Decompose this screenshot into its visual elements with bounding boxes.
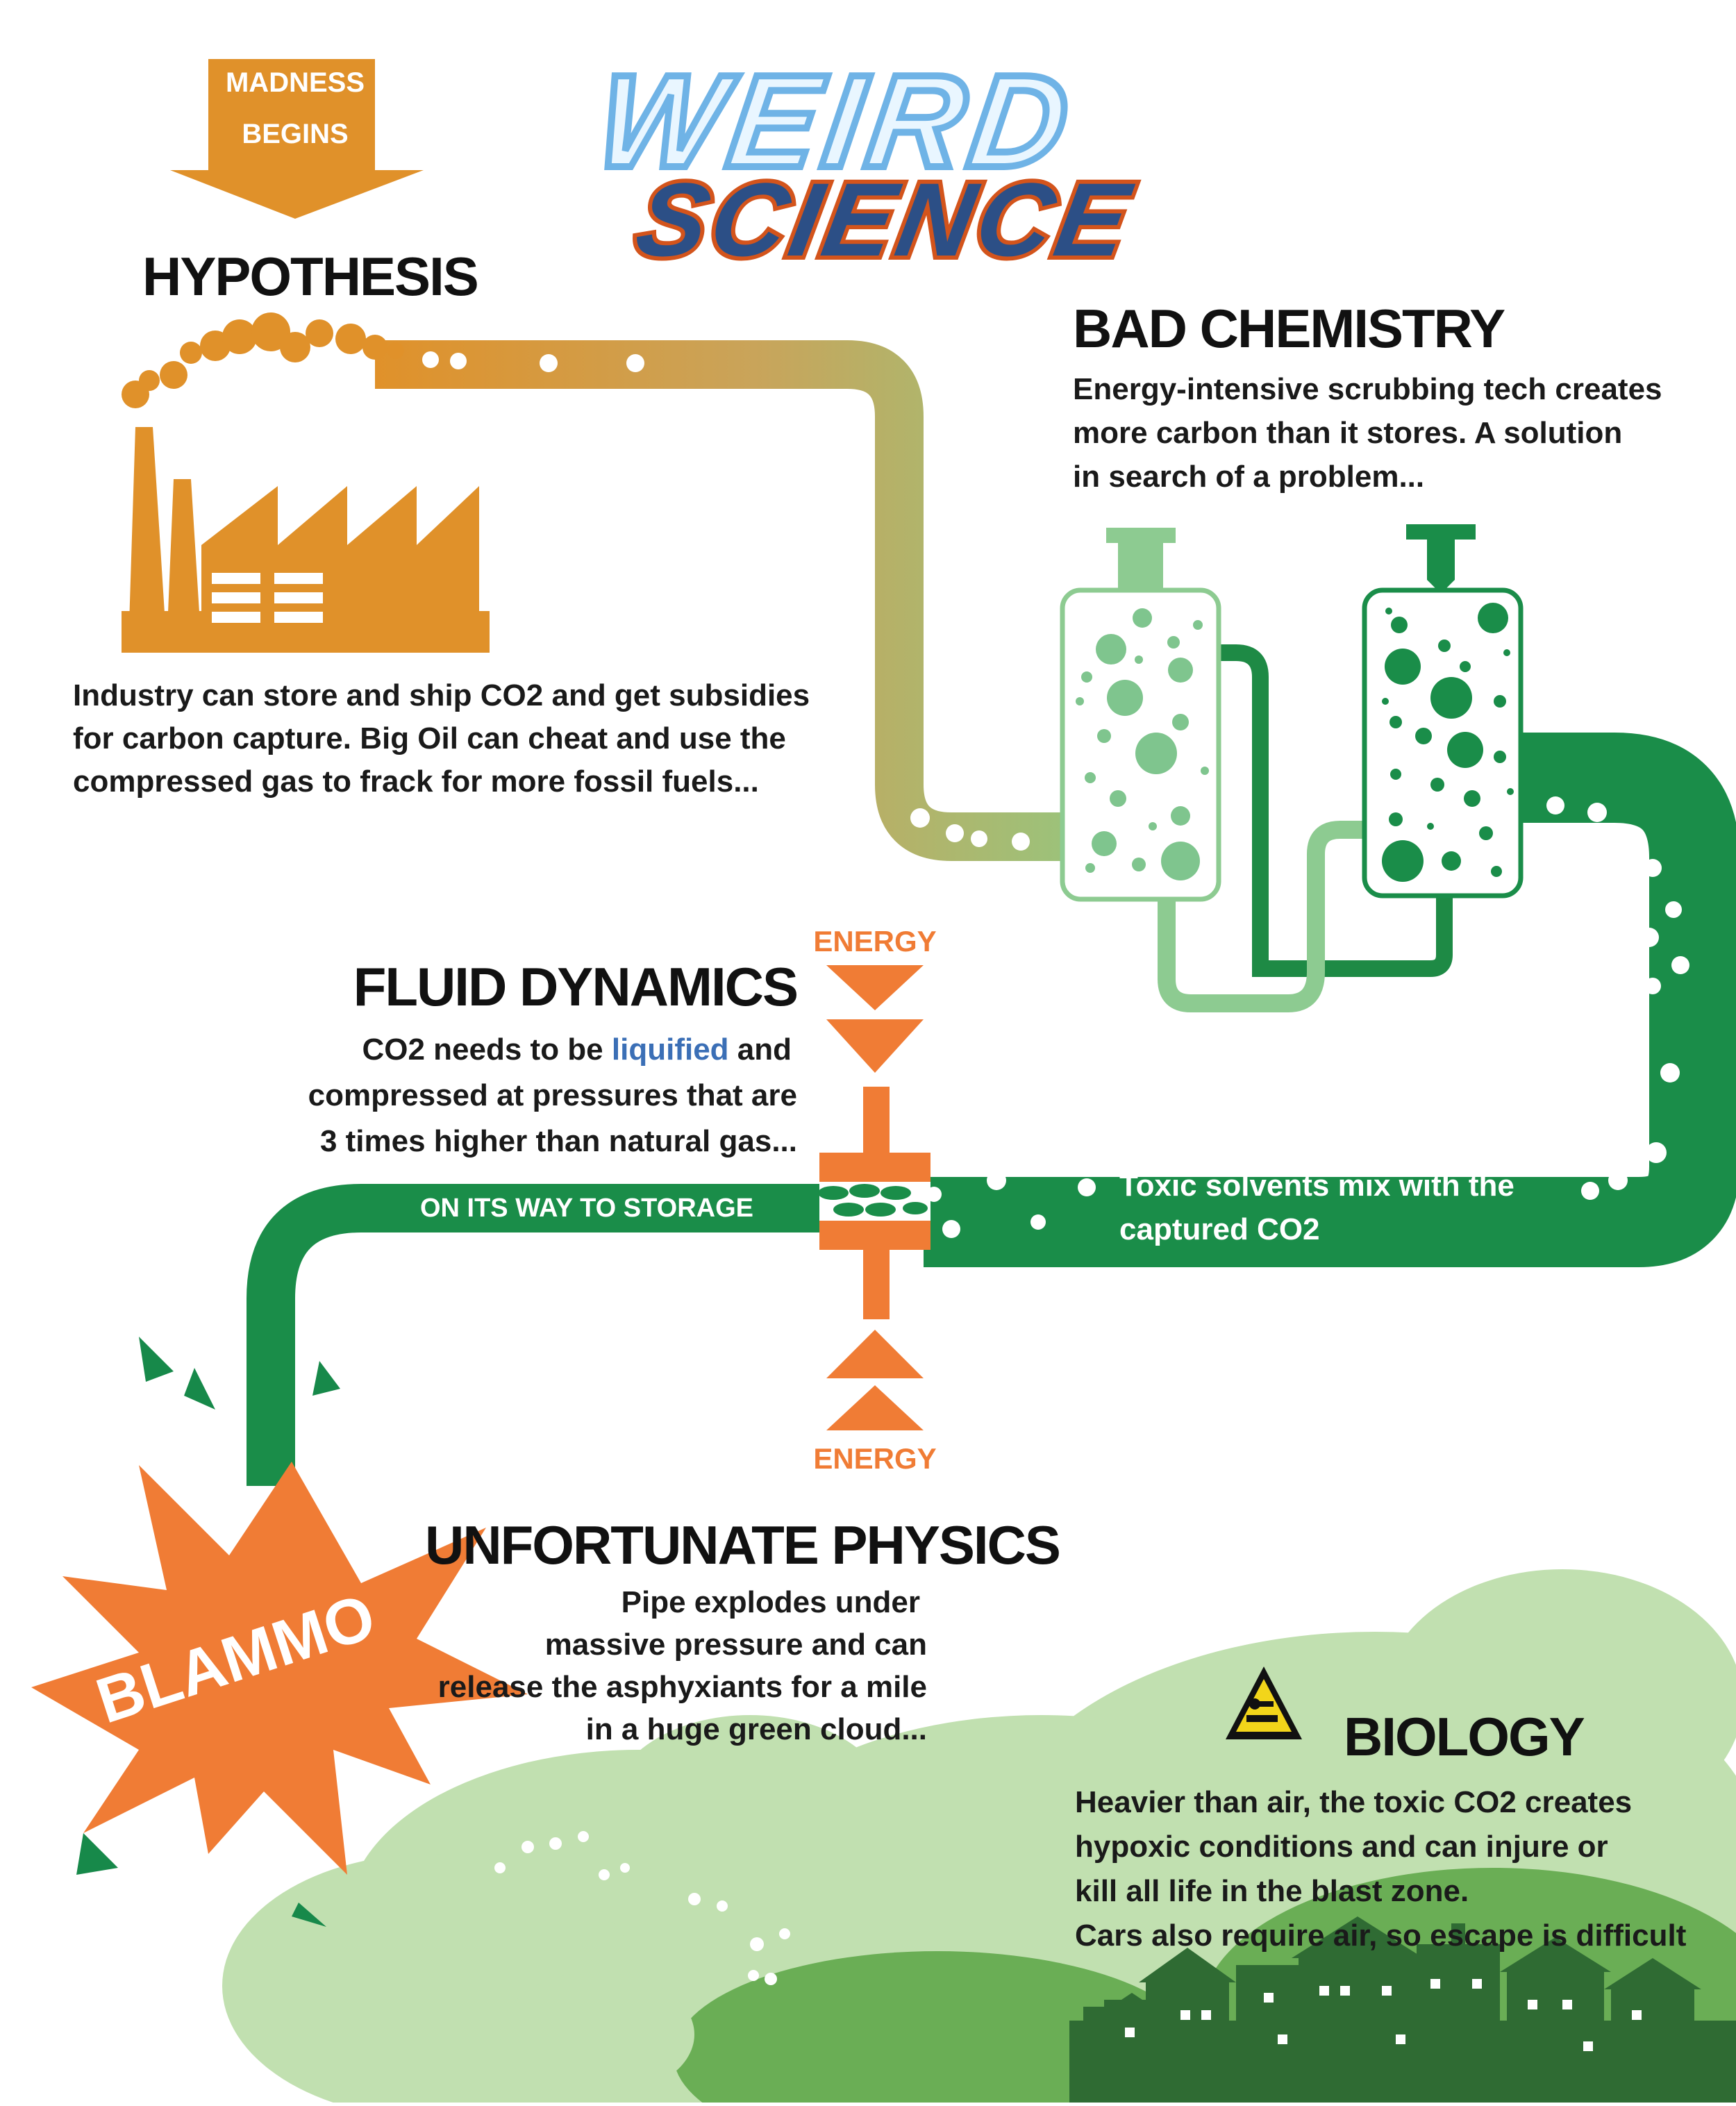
unfortunate-physics-title: UNFORTUNATE PHYSICS	[425, 1514, 1060, 1576]
fluid-dynamics-section: FLUID DYNAMICS CO2 needs to be liquified…	[308, 956, 799, 1158]
toxic-solvents-line-2: captured CO2	[1119, 1212, 1320, 1246]
madness-begins-arrow: MADNESS BEGINS	[170, 59, 424, 219]
town-silhouette	[1069, 1916, 1736, 2104]
bad-chemistry-title: BAD CHEMISTRY	[1073, 298, 1505, 359]
unfortunate-physics-line-3: release the asphyxiants for a mile	[438, 1670, 927, 1704]
scrubber-tank-right	[1362, 524, 1524, 899]
smoke-cloud	[122, 312, 404, 408]
weird-science-logo: WEIRD SCIENCE	[585, 44, 1146, 283]
biology-title: BIOLOGY	[1344, 1706, 1585, 1767]
toxic-pipe	[924, 733, 1736, 1267]
biology-line-1: Heavier than air, the toxic CO2 creates	[1075, 1785, 1632, 1819]
hypothesis-title: HYPOTHESIS	[142, 246, 478, 307]
toxic-solvents-line-1: Toxic solvents mix with the	[1119, 1169, 1514, 1203]
logo-weird: WEIRD	[589, 48, 1084, 195]
bad-chemistry-line-3: in search of a problem...	[1073, 460, 1424, 494]
factory-icon	[122, 312, 490, 653]
fluid-dynamics-line-2: compressed at pressures that are	[308, 1078, 797, 1112]
biology-line-3: kill all life in the blast zone.	[1075, 1874, 1469, 1908]
scrubber-tank-left	[1060, 528, 1221, 902]
fluid-dynamics-title: FLUID DYNAMICS	[353, 956, 797, 1017]
logo-science: SCIENCE	[628, 162, 1141, 278]
unfortunate-physics-section: UNFORTUNATE PHYSICS Pipe explodes under …	[425, 1514, 1061, 1746]
biology-line-2: hypoxic conditions and can injure or	[1075, 1830, 1608, 1864]
line-1-start: CO2 needs to be	[362, 1033, 611, 1067]
line-1-end: and	[729, 1033, 792, 1067]
hypothesis-line-3: compressed gas to frack for more fossil …	[73, 764, 759, 799]
biology-section: BIOLOGY Heavier than air, the toxic CO2 …	[1075, 1666, 1687, 1953]
warning-asphyxiation-icon	[1226, 1666, 1302, 1739]
connector-tubes	[1158, 644, 1453, 1012]
compressor-valve	[818, 965, 930, 1430]
energy-label-top: ENERGY	[813, 925, 936, 958]
madness-label: MADNESS	[226, 67, 365, 98]
hypothesis-line-2: for carbon capture. Big Oil can cheat an…	[73, 721, 786, 755]
explosion-burst: BLAMMO	[31, 1337, 528, 1927]
unfortunate-physics-line-1: Pipe explodes under	[621, 1585, 920, 1619]
liquified-highlight: liquified	[612, 1033, 729, 1067]
fluid-dynamics-line-1: CO2 needs to be liquified and	[362, 1033, 792, 1067]
hypothesis-line-1: Industry can store and ship CO2 and get …	[73, 678, 810, 712]
unfortunate-physics-line-2: massive pressure and can	[545, 1628, 927, 1662]
storage-pipe	[247, 1184, 819, 1486]
begins-label: BEGINS	[242, 119, 348, 149]
input-pipe	[375, 340, 1066, 861]
unfortunate-physics-line-4: in a huge green cloud...	[586, 1712, 927, 1746]
energy-label-bottom: ENERGY	[813, 1442, 936, 1475]
biology-line-4: Cars also require air, so escape is diff…	[1075, 1919, 1687, 1953]
bad-chemistry-line-1: Energy-intensive scrubbing tech creates	[1073, 372, 1662, 406]
hypothesis-section: HYPOTHESIS Industry can store and ship C…	[73, 246, 810, 799]
bad-chemistry-section: BAD CHEMISTRY Energy-intensive scrubbing…	[1073, 298, 1662, 494]
fluid-dynamics-line-3: 3 times higher than natural gas...	[320, 1124, 797, 1158]
bad-chemistry-line-2: more carbon than it stores. A solution	[1073, 416, 1622, 450]
storage-label: ON ITS WAY TO STORAGE	[420, 1194, 753, 1223]
